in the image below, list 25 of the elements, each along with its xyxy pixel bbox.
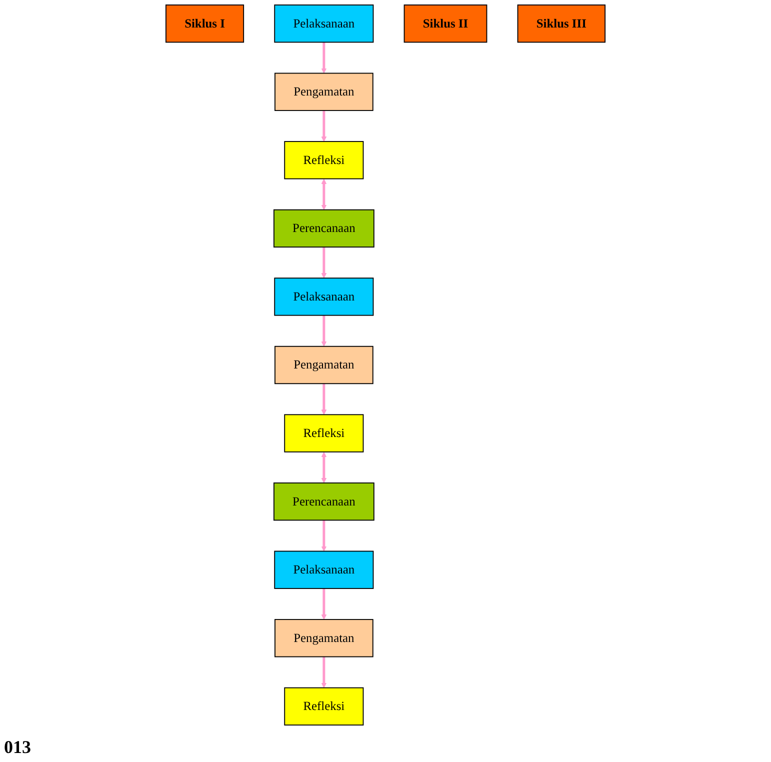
node-box: Siklus I [165,4,244,43]
arrow [321,588,327,620]
node-box: Perencanaan [273,209,374,248]
node-box: Perencanaan [273,482,374,521]
node-box: Refleksi [284,687,364,726]
node-box: Siklus III [517,4,606,43]
node-box: Pelaksanaan [274,4,374,43]
arrow [321,247,327,278]
node-box: Pengamatan [274,619,374,658]
node-box: Pelaksanaan [274,550,374,589]
node-box: Pengamatan [274,346,374,384]
page-number-text: 013 [4,737,31,758]
node-box: Pengamatan [274,72,374,111]
arrow [321,42,327,74]
node-box: Refleksi [284,414,364,452]
arrow [321,110,327,142]
arrow [321,384,327,415]
arrow [321,452,327,484]
node-box: Refleksi [284,141,364,180]
node-box: Siklus II [404,4,488,43]
arrow [321,315,327,347]
arrow [321,520,327,552]
node-box: Pelaksanaan [274,278,374,316]
arrow [321,656,327,688]
arrow [321,178,327,210]
